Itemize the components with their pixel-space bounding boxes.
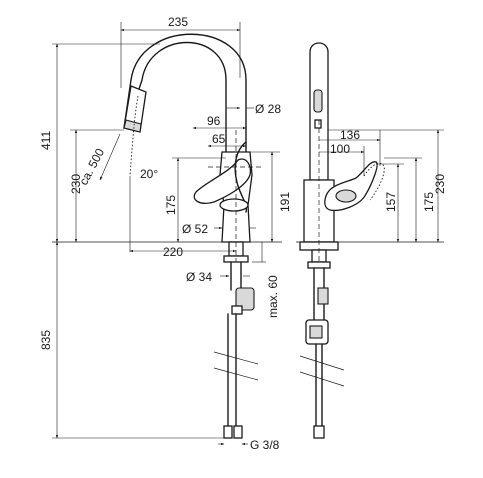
valve-clip — [231, 305, 243, 315]
dim-hole-diameter: Ø 34 — [186, 270, 212, 284]
dim-total-height: 411 — [39, 131, 53, 150]
dim-hose-length: 835 — [39, 330, 53, 350]
check-valve — [235, 287, 255, 311]
dim-spout-height: 230 — [69, 174, 83, 194]
spray-face — [123, 119, 142, 133]
connector-left — [223, 425, 233, 439]
dim-max-thickness: max. 60 — [266, 275, 280, 318]
side-spray-button — [313, 89, 323, 113]
side-lever-range — [363, 162, 385, 201]
dim-spray-angle: 20° — [140, 167, 158, 181]
dim-lever-96: 96 — [207, 114, 221, 128]
side-lever-cap — [335, 189, 357, 203]
connector-right — [233, 425, 243, 439]
dim-spray-reach: ca. 500 — [76, 146, 107, 188]
dim-lever-65: 65 — [212, 132, 226, 146]
dim-width-top: 235 — [168, 15, 188, 29]
side-dim-136: 136 — [340, 128, 360, 142]
side-clip — [317, 287, 329, 305]
spray-arc — [129, 95, 139, 177]
side-dim-230: 230 — [433, 174, 447, 194]
side-spray-nozzle — [314, 119, 322, 129]
mixer-ring — [219, 198, 249, 212]
front-view: 235 411 230 ca. 500 20° Ø 28 96 65 175 1… — [39, 15, 292, 452]
side-valve-core — [309, 325, 323, 339]
side-view: 136 100 157 175 230 — [296, 42, 447, 439]
dim-spout-diameter: Ø 28 — [255, 102, 281, 116]
side-dim-100: 100 — [330, 142, 350, 156]
side-connector — [313, 425, 325, 439]
side-dim-175: 175 — [422, 192, 436, 212]
dim-lever-height-175: 175 — [164, 195, 178, 215]
dim-base-diameter: Ø 52 — [182, 222, 208, 236]
dim-reach-220: 220 — [163, 245, 183, 259]
side-nut — [307, 261, 331, 269]
dim-height-191: 191 — [278, 192, 292, 212]
spout — [123, 33, 247, 154]
dim-connection-thread: G 3/8 — [250, 438, 280, 452]
side-dim-157: 157 — [384, 192, 398, 212]
